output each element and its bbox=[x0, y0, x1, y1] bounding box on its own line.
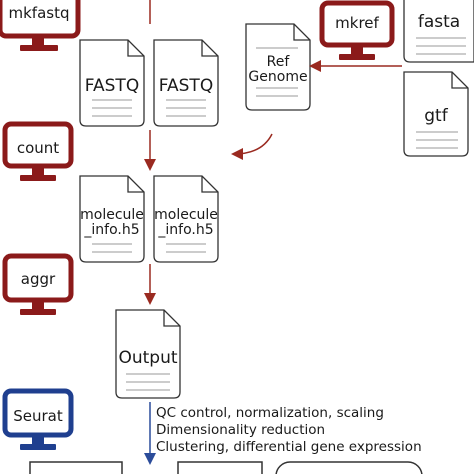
seurat-monitor-icon bbox=[2, 388, 74, 450]
mkfastq-label: mkfastq bbox=[8, 4, 70, 22]
seurat-note-line3: Clustering, differential gene expression bbox=[156, 439, 422, 455]
gtf-document-icon bbox=[403, 71, 469, 157]
mkref-monitor-icon bbox=[319, 0, 395, 60]
ref-genome-label-line1: Ref bbox=[266, 54, 290, 70]
molecule-info-document-icon bbox=[153, 175, 219, 263]
fastq-document-icon bbox=[153, 39, 219, 127]
result-box-middle bbox=[177, 461, 263, 474]
molecule-info-label-line2: _info.h5 bbox=[84, 222, 140, 238]
count-monitor-icon bbox=[2, 121, 74, 181]
molecule-info-label-line1: molecule bbox=[154, 207, 218, 223]
arrow-ref-genome-to-count bbox=[231, 133, 273, 160]
seurat-note-line1: QC control, normalization, scaling bbox=[156, 405, 384, 421]
fastq-label: FASTQ bbox=[84, 76, 140, 96]
ref-genome-document-icon bbox=[245, 23, 311, 111]
output-label: Output bbox=[118, 348, 178, 368]
ref-genome-label-line2: Genome bbox=[248, 69, 308, 85]
fasta-document-icon bbox=[403, 0, 474, 63]
aggr-label: aggr bbox=[20, 270, 56, 288]
molecule-info-label-line1: molecule bbox=[80, 207, 144, 223]
seurat-note-line2: Dimensionality reduction bbox=[156, 422, 326, 438]
mkfastq-monitor-icon bbox=[0, 0, 81, 51]
fastq-document-icon bbox=[79, 39, 145, 127]
count-label: count bbox=[16, 139, 60, 157]
output-document-icon bbox=[115, 309, 181, 399]
mkref-label: mkref bbox=[335, 14, 379, 32]
seurat-label: Seurat bbox=[13, 407, 63, 425]
fasta-label: fasta bbox=[417, 12, 461, 32]
aggr-monitor-icon bbox=[2, 253, 74, 315]
result-box-right bbox=[275, 461, 423, 474]
molecule-info-label-line2: _info.h5 bbox=[158, 222, 214, 238]
result-box-left bbox=[29, 461, 123, 474]
fastq-label: FASTQ bbox=[158, 76, 214, 96]
gtf-label: gtf bbox=[424, 106, 448, 126]
molecule-info-document-icon bbox=[79, 175, 145, 263]
